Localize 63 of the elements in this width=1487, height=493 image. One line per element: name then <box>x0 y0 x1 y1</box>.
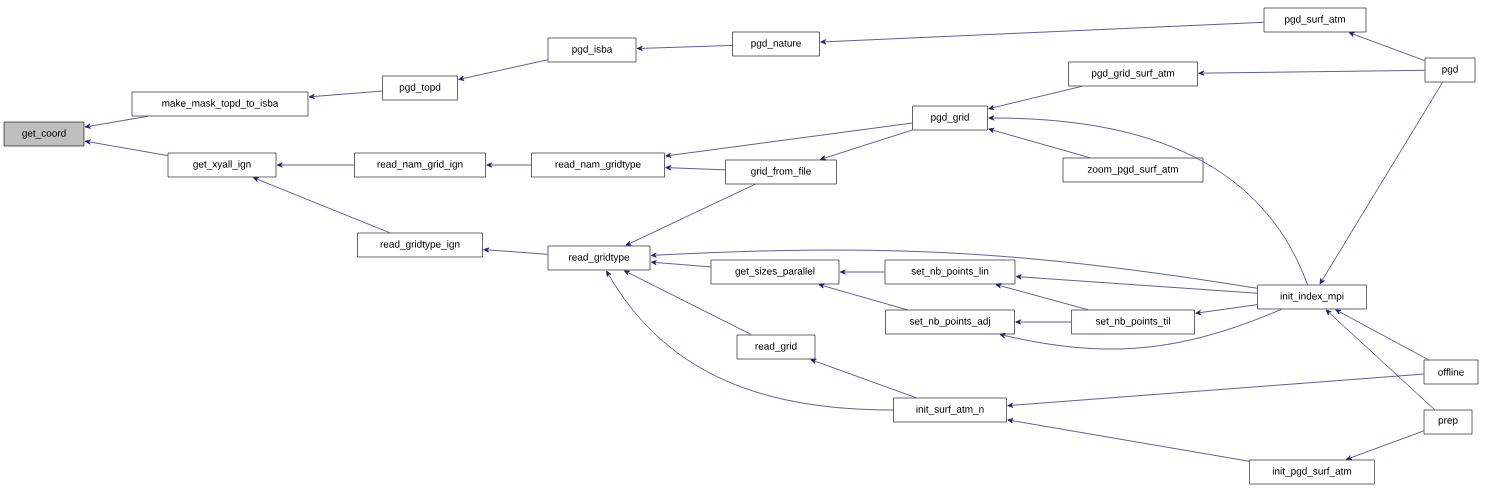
function-box: pgd_topd <box>382 75 458 101</box>
arrow <box>820 129 913 161</box>
arrow <box>1015 319 1072 325</box>
function-box: init_pgd_surf_atm <box>1249 459 1375 485</box>
arrow <box>1348 31 1426 61</box>
arrow <box>995 283 1089 311</box>
arrow <box>650 260 712 268</box>
function-box: read_gridtype <box>547 245 651 271</box>
function-box: make_mask_topd_to_isba <box>131 91 309 117</box>
function-box: get_coord <box>3 121 85 147</box>
function-box: prep <box>1423 409 1473 435</box>
arrow <box>1015 274 1258 294</box>
arrow <box>308 90 383 99</box>
arrow <box>1195 304 1258 316</box>
arrow <box>625 183 756 246</box>
function-box: pgd <box>1424 57 1476 83</box>
arrow <box>276 162 355 168</box>
arrow <box>1198 69 1426 76</box>
arrow <box>839 269 886 275</box>
function-box: set_nb_points_til <box>1071 309 1195 335</box>
function-box: init_surf_atm_n <box>893 397 1007 423</box>
arrow <box>999 308 1282 350</box>
arrow <box>1345 430 1425 461</box>
function-box: pgd_surf_atm <box>1263 7 1367 33</box>
arrow <box>665 165 726 171</box>
arrow <box>818 283 908 311</box>
function-box: pgd_nature <box>732 31 820 57</box>
arrow <box>1319 81 1443 285</box>
function-box: zoom_pgd_surf_atm <box>1062 157 1204 183</box>
arrow <box>486 162 532 168</box>
arrow <box>606 270 894 411</box>
arrow <box>84 139 169 156</box>
arrow <box>665 122 913 158</box>
function-box: offline <box>1423 359 1479 385</box>
function-box: get_sizes_parallel <box>710 259 840 285</box>
function-box: read_grid <box>736 334 816 360</box>
function-box: read_nam_grid_ign <box>354 152 486 178</box>
function-box: pgd_grid_surf_atm <box>1068 61 1198 87</box>
arrow <box>1007 373 1425 408</box>
function-box: set_nb_points_adj <box>885 309 1015 335</box>
arrow <box>1007 418 1250 462</box>
arrow <box>1335 309 1429 361</box>
arrow <box>988 115 1308 286</box>
arrow <box>1325 309 1435 411</box>
function-box: set_nb_points_lin <box>884 259 1016 285</box>
function-box: pgd_grid <box>912 105 988 131</box>
arrow <box>650 249 1258 289</box>
arrow <box>820 21 1265 45</box>
arrow <box>84 115 149 129</box>
arrow <box>988 127 1091 159</box>
function-box: grid_from_file <box>725 159 837 185</box>
function-box: read_nam_gridtype <box>531 152 665 178</box>
function-box: read_gridtype_ign <box>357 232 483 258</box>
arrow <box>988 85 1083 110</box>
arrow <box>636 45 733 51</box>
arrow <box>483 247 549 255</box>
arrow <box>810 358 917 399</box>
function-box: pgd_isba <box>547 37 637 63</box>
function-box: get_xyall_ign <box>167 152 277 178</box>
arrow <box>623 270 752 336</box>
function-box: init_index_mpi <box>1257 284 1367 310</box>
arrow <box>252 177 390 234</box>
arrow <box>458 59 549 81</box>
